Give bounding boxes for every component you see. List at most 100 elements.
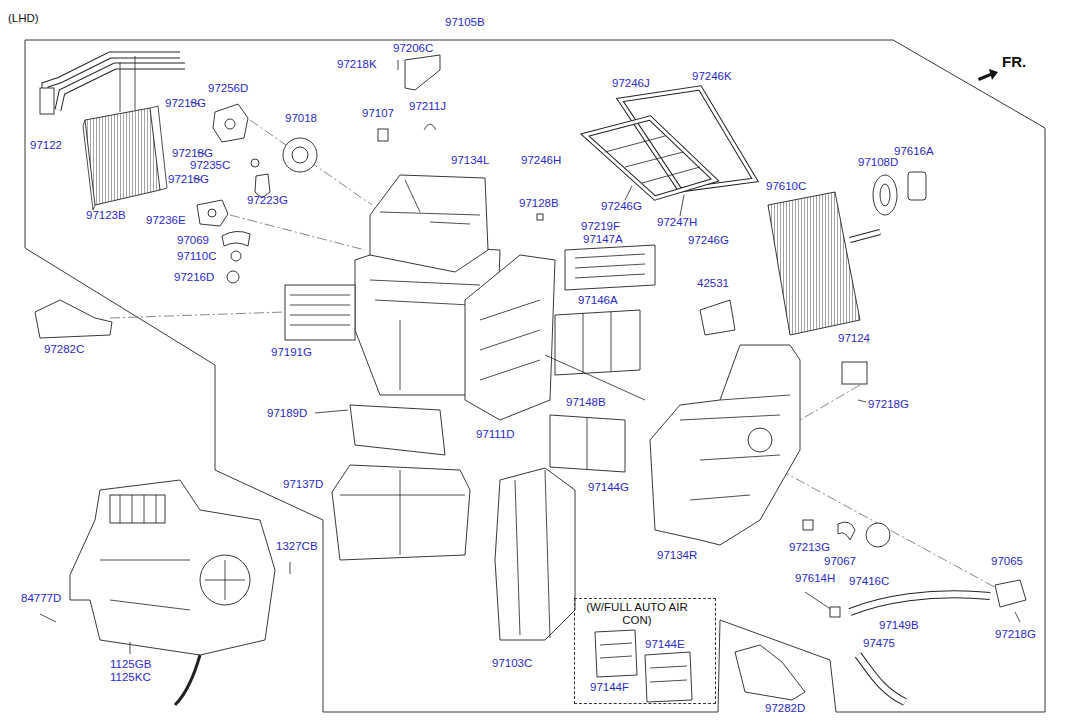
heater-pipes-part <box>120 56 135 112</box>
callout-number: 84777D <box>21 591 61 605</box>
callout-number: 97610C <box>766 179 806 193</box>
case-right-part <box>700 300 735 335</box>
callout-number: 97235C <box>190 158 230 172</box>
sensors-hoses-part <box>830 607 840 617</box>
callout-number: 97146A <box>578 293 618 307</box>
evaporator-part <box>880 184 890 206</box>
group-frame-part <box>25 40 1045 712</box>
evaporator-part <box>768 192 860 335</box>
case-left-part <box>370 280 480 390</box>
callout-number: 97236E <box>146 213 186 227</box>
mode-doors-part <box>575 254 645 278</box>
case-right-part <box>842 362 867 384</box>
mode-doors-part <box>550 415 625 472</box>
callout-number: 97189D <box>267 406 307 420</box>
callout-number: 97206C <box>393 41 433 55</box>
front-arrow-part <box>978 69 998 81</box>
callout-number: 97069 <box>177 233 209 247</box>
callout-number: 1327CB <box>276 539 318 553</box>
actuators-small-parts-part <box>213 104 248 142</box>
floor-duct <box>495 468 575 640</box>
option-box: (W/FULL AUTO AIR CON) <box>574 598 716 704</box>
seals-part <box>620 88 755 190</box>
sensors-hoses-part <box>866 523 890 547</box>
actuators-small-parts-part <box>283 138 317 172</box>
callout-number: 97110C <box>177 249 216 263</box>
case-right-part <box>858 400 866 402</box>
evaporator-part <box>873 175 897 215</box>
mode-doors-part <box>565 245 655 290</box>
callout-number: (LHD) <box>8 11 39 25</box>
callout-number: 97246G <box>601 199 642 213</box>
callout-number: FR. <box>1002 55 1026 69</box>
mode-doors-part <box>583 312 611 373</box>
mode-doors-part <box>587 417 588 469</box>
actuators-small-parts-part <box>197 200 228 226</box>
actuators-small-parts-part <box>251 159 259 167</box>
door-frame <box>285 285 355 340</box>
callout-number: 97067 <box>824 554 856 568</box>
callout-number: 97246H <box>521 153 561 167</box>
callout-number: 97134L <box>451 153 489 167</box>
seals-part <box>605 136 700 183</box>
callout-number: 97137D <box>283 477 323 491</box>
callout-number: 1125GB <box>110 657 151 671</box>
sensors-hoses-part <box>735 645 805 700</box>
leader-lines-part <box>250 120 372 205</box>
actuators-small-parts-part <box>424 124 436 130</box>
sensors-hoses-part <box>858 655 905 702</box>
callout-number: 1125KC <box>110 670 151 684</box>
callout-number: 97246K <box>692 69 732 83</box>
actuators-small-parts-part <box>227 271 239 283</box>
callout-number: 97107 <box>362 106 394 120</box>
door-frame-part <box>285 285 355 340</box>
callout-number: 97111D <box>476 427 515 441</box>
center-panel-part <box>480 300 540 380</box>
callout-number: 97219F <box>581 219 620 233</box>
leader-lines-part <box>625 186 632 200</box>
callout-number: 97216D <box>174 270 214 284</box>
callout-number: 97149B <box>879 618 919 632</box>
callout-number: 97256D <box>208 81 248 95</box>
callout-number: 97246J <box>612 76 650 90</box>
actuators-small-parts-part <box>292 147 308 163</box>
callout-number: 97246G <box>688 233 729 247</box>
lower-tray-part <box>332 465 470 560</box>
callout-number: 97191G <box>271 345 312 359</box>
callout-number: 97616A <box>894 144 934 158</box>
assembly-part <box>40 562 290 654</box>
callout-number: 97218G <box>168 172 209 186</box>
heater-core-part <box>85 108 160 205</box>
leader-lines-part <box>800 385 860 420</box>
actuators-small-parts-part <box>208 209 216 217</box>
callout-number: 97218G <box>995 627 1036 641</box>
heater-core-part <box>83 106 167 210</box>
mode-doors-part <box>545 355 645 400</box>
callout-number: 97247H <box>657 215 697 229</box>
mode-doors <box>537 214 655 472</box>
assembly-part <box>100 560 245 610</box>
callout-number: 97103C <box>492 656 532 670</box>
door-frame-part <box>290 295 350 325</box>
option-doors-part <box>645 652 692 702</box>
callout-number: 97123B <box>86 208 126 222</box>
assembly <box>40 480 290 705</box>
case-left-part <box>380 180 480 224</box>
leader-lines-part <box>780 470 1000 590</box>
sensors-hoses-part <box>850 594 990 612</box>
case-right-part <box>680 395 790 500</box>
callout-number: 97105B <box>445 15 485 29</box>
callout-number: 97148B <box>566 395 606 409</box>
evaporator-part <box>850 232 880 240</box>
callout-number: 97218G <box>868 397 909 411</box>
actuators-small-parts-part <box>405 55 440 90</box>
callout-number: 97124 <box>838 331 870 345</box>
filter-bar-part <box>350 405 445 455</box>
lower-tray <box>332 465 470 560</box>
center-panel-part <box>465 255 555 420</box>
actuators-small-parts-part <box>222 231 250 246</box>
actuators-small-parts-part <box>378 129 388 141</box>
heater-pipes-part <box>40 88 54 114</box>
floor-duct-part <box>495 468 575 640</box>
